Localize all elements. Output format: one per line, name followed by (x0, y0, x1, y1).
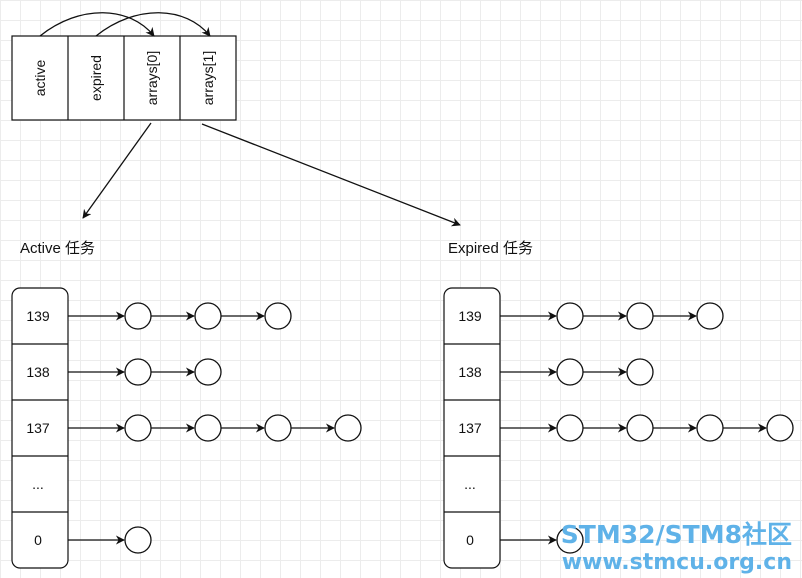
task-node (194, 302, 222, 330)
arrays0-to-active-arrow (82, 122, 152, 219)
task-node (124, 358, 152, 386)
task-node (626, 302, 654, 330)
priority-label: 137 (458, 420, 482, 436)
task-node (766, 414, 794, 442)
cell-arrays0-label: arrays[0] (144, 51, 160, 105)
priority-label: 139 (458, 308, 482, 324)
expired-to-arrays1-arrow (95, 12, 211, 37)
task-node (124, 526, 152, 554)
active-priority-array: 139 138 137... 0 (11, 287, 362, 569)
task-node (194, 414, 222, 442)
task-node (696, 414, 724, 442)
priority-label: 137 (26, 420, 50, 436)
watermark-url: www.stmcu.org.cn (562, 550, 792, 575)
expired-tasks-caption: Expired 任务 (448, 240, 533, 257)
active-to-arrays0-arrow (39, 12, 155, 37)
arrays1-to-expired-arrow (201, 123, 461, 227)
priority-label: 0 (466, 532, 474, 548)
task-node (626, 414, 654, 442)
active-tasks-caption: Active 任务 (20, 240, 95, 257)
expired-priority-array: 139 138 137... 0 (443, 287, 794, 569)
priority-label: ... (32, 476, 44, 492)
task-node (556, 358, 584, 386)
runqueue-struct: active expired arrays[0] arrays[1] (11, 35, 237, 121)
task-node (334, 414, 362, 442)
priority-label: 138 (458, 364, 482, 380)
cell-expired-label: expired (88, 55, 104, 101)
task-node (124, 414, 152, 442)
task-node (556, 414, 584, 442)
cell-active-label: active (32, 60, 48, 97)
task-node (626, 358, 654, 386)
task-node (194, 358, 222, 386)
priority-label: ... (464, 476, 476, 492)
task-node (124, 302, 152, 330)
priority-label: 0 (34, 532, 42, 548)
task-node (264, 302, 292, 330)
task-node (556, 526, 584, 554)
watermark-title: STM32/STM8社区 (561, 520, 792, 549)
priority-label: 138 (26, 364, 50, 380)
cell-arrays1-label: arrays[1] (200, 51, 216, 105)
watermark: STM32/STM8社区 www.stmcu.org.cn (561, 520, 792, 575)
task-node (696, 302, 724, 330)
priority-label: 139 (26, 308, 50, 324)
task-node (264, 414, 292, 442)
task-node (556, 302, 584, 330)
